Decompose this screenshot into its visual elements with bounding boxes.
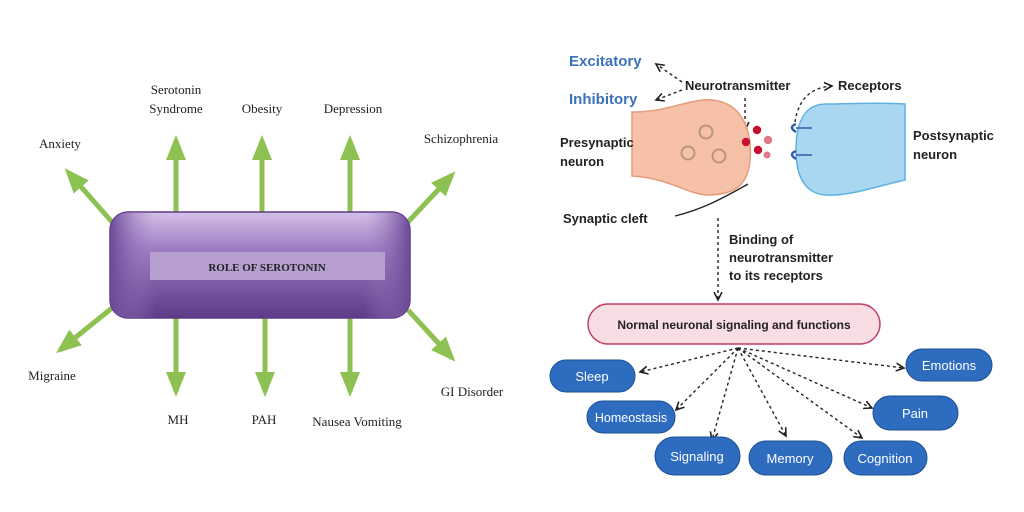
vesicle-1 [698, 124, 714, 140]
effect-anxiety: Anxiety [39, 136, 81, 151]
effect-arrows [56, 135, 456, 397]
synaptic-cleft-pointer [674, 183, 749, 217]
effect-mh: MH [168, 412, 189, 427]
function-arrows [640, 347, 904, 440]
vesicle-3 [711, 148, 727, 164]
svg-text:Signaling: Signaling [670, 449, 724, 464]
vesicle-2 [680, 145, 696, 161]
svg-text:Memory: Memory [767, 451, 814, 466]
postsynaptic-neuron [795, 102, 906, 196]
postsynaptic-label-1: Postsynaptic [913, 128, 994, 143]
role-label: ROLE OF SEROTONIN [208, 262, 325, 274]
effect-pah: PAH [252, 412, 277, 427]
synaptic-cleft-label: Synaptic cleft [563, 211, 648, 226]
svg-text:Pain: Pain [902, 406, 928, 421]
pill-emotions: Emotions [905, 348, 993, 382]
arrow-anxiety [64, 168, 114, 224]
role-label-band [150, 252, 385, 280]
inhibitory-label: Inhibitory [569, 91, 638, 108]
presynaptic-label-2: neuron [560, 154, 604, 169]
pill-sleep: Sleep [549, 359, 636, 393]
function-pills: Sleep Homeostasis Signaling Memory Cogni… [549, 348, 993, 476]
effect-gi-disorder: GI Disorder [441, 384, 504, 399]
svg-text:Homeostasis: Homeostasis [595, 411, 667, 425]
postsynaptic-label-2: neuron [913, 147, 957, 162]
arrow-schizophrenia [406, 171, 456, 224]
effect-nausea-vomiting: Nausea Vomiting [312, 414, 402, 429]
effect-arrows-dotted [656, 64, 683, 100]
effect-migraine: Migraine [28, 368, 76, 383]
pill-memory: Memory [748, 440, 833, 476]
svg-text:Sleep: Sleep [575, 369, 608, 384]
function-box [587, 303, 881, 345]
effect-serotonin-syndrome-1: Serotonin [151, 82, 202, 97]
pill-cognition: Cognition [843, 440, 928, 476]
effect-serotonin-syndrome-2: Syndrome [149, 101, 203, 116]
receptor-sites [790, 122, 812, 161]
receptors-label: Receptors [838, 78, 902, 93]
serotonin-diagram: ROLE OF SEROTONIN Anxiety Serotonin Synd… [28, 82, 504, 429]
presynaptic-label-1: Presynaptic [560, 135, 634, 150]
effect-obesity: Obesity [242, 101, 283, 116]
arrow-gi [406, 308, 456, 362]
binding-label-3: to its receptors [729, 268, 823, 283]
pill-signaling: Signaling [654, 436, 741, 476]
effect-depression: Depression [324, 101, 383, 116]
synapse-diagram: Excitatory Inhibitory Neurotransmitter R… [549, 53, 994, 476]
binding-label-2: neurotransmitter [729, 250, 833, 265]
effect-schizophrenia: Schizophrenia [424, 131, 499, 146]
excitatory-label: Excitatory [569, 53, 642, 70]
neurotransmitter-label: Neurotransmitter [685, 78, 790, 93]
arrow-migraine [56, 306, 114, 354]
function-box-label: Normal neuronal signaling and functions [617, 318, 851, 332]
pill-homeostasis: Homeostasis [586, 400, 676, 434]
binding-label-1: Binding of [729, 232, 794, 247]
svg-text:Cognition: Cognition [858, 451, 913, 466]
pill-pain: Pain [872, 395, 959, 431]
svg-text:Emotions: Emotions [922, 358, 977, 373]
neurotransmitter-molecules [741, 125, 773, 159]
